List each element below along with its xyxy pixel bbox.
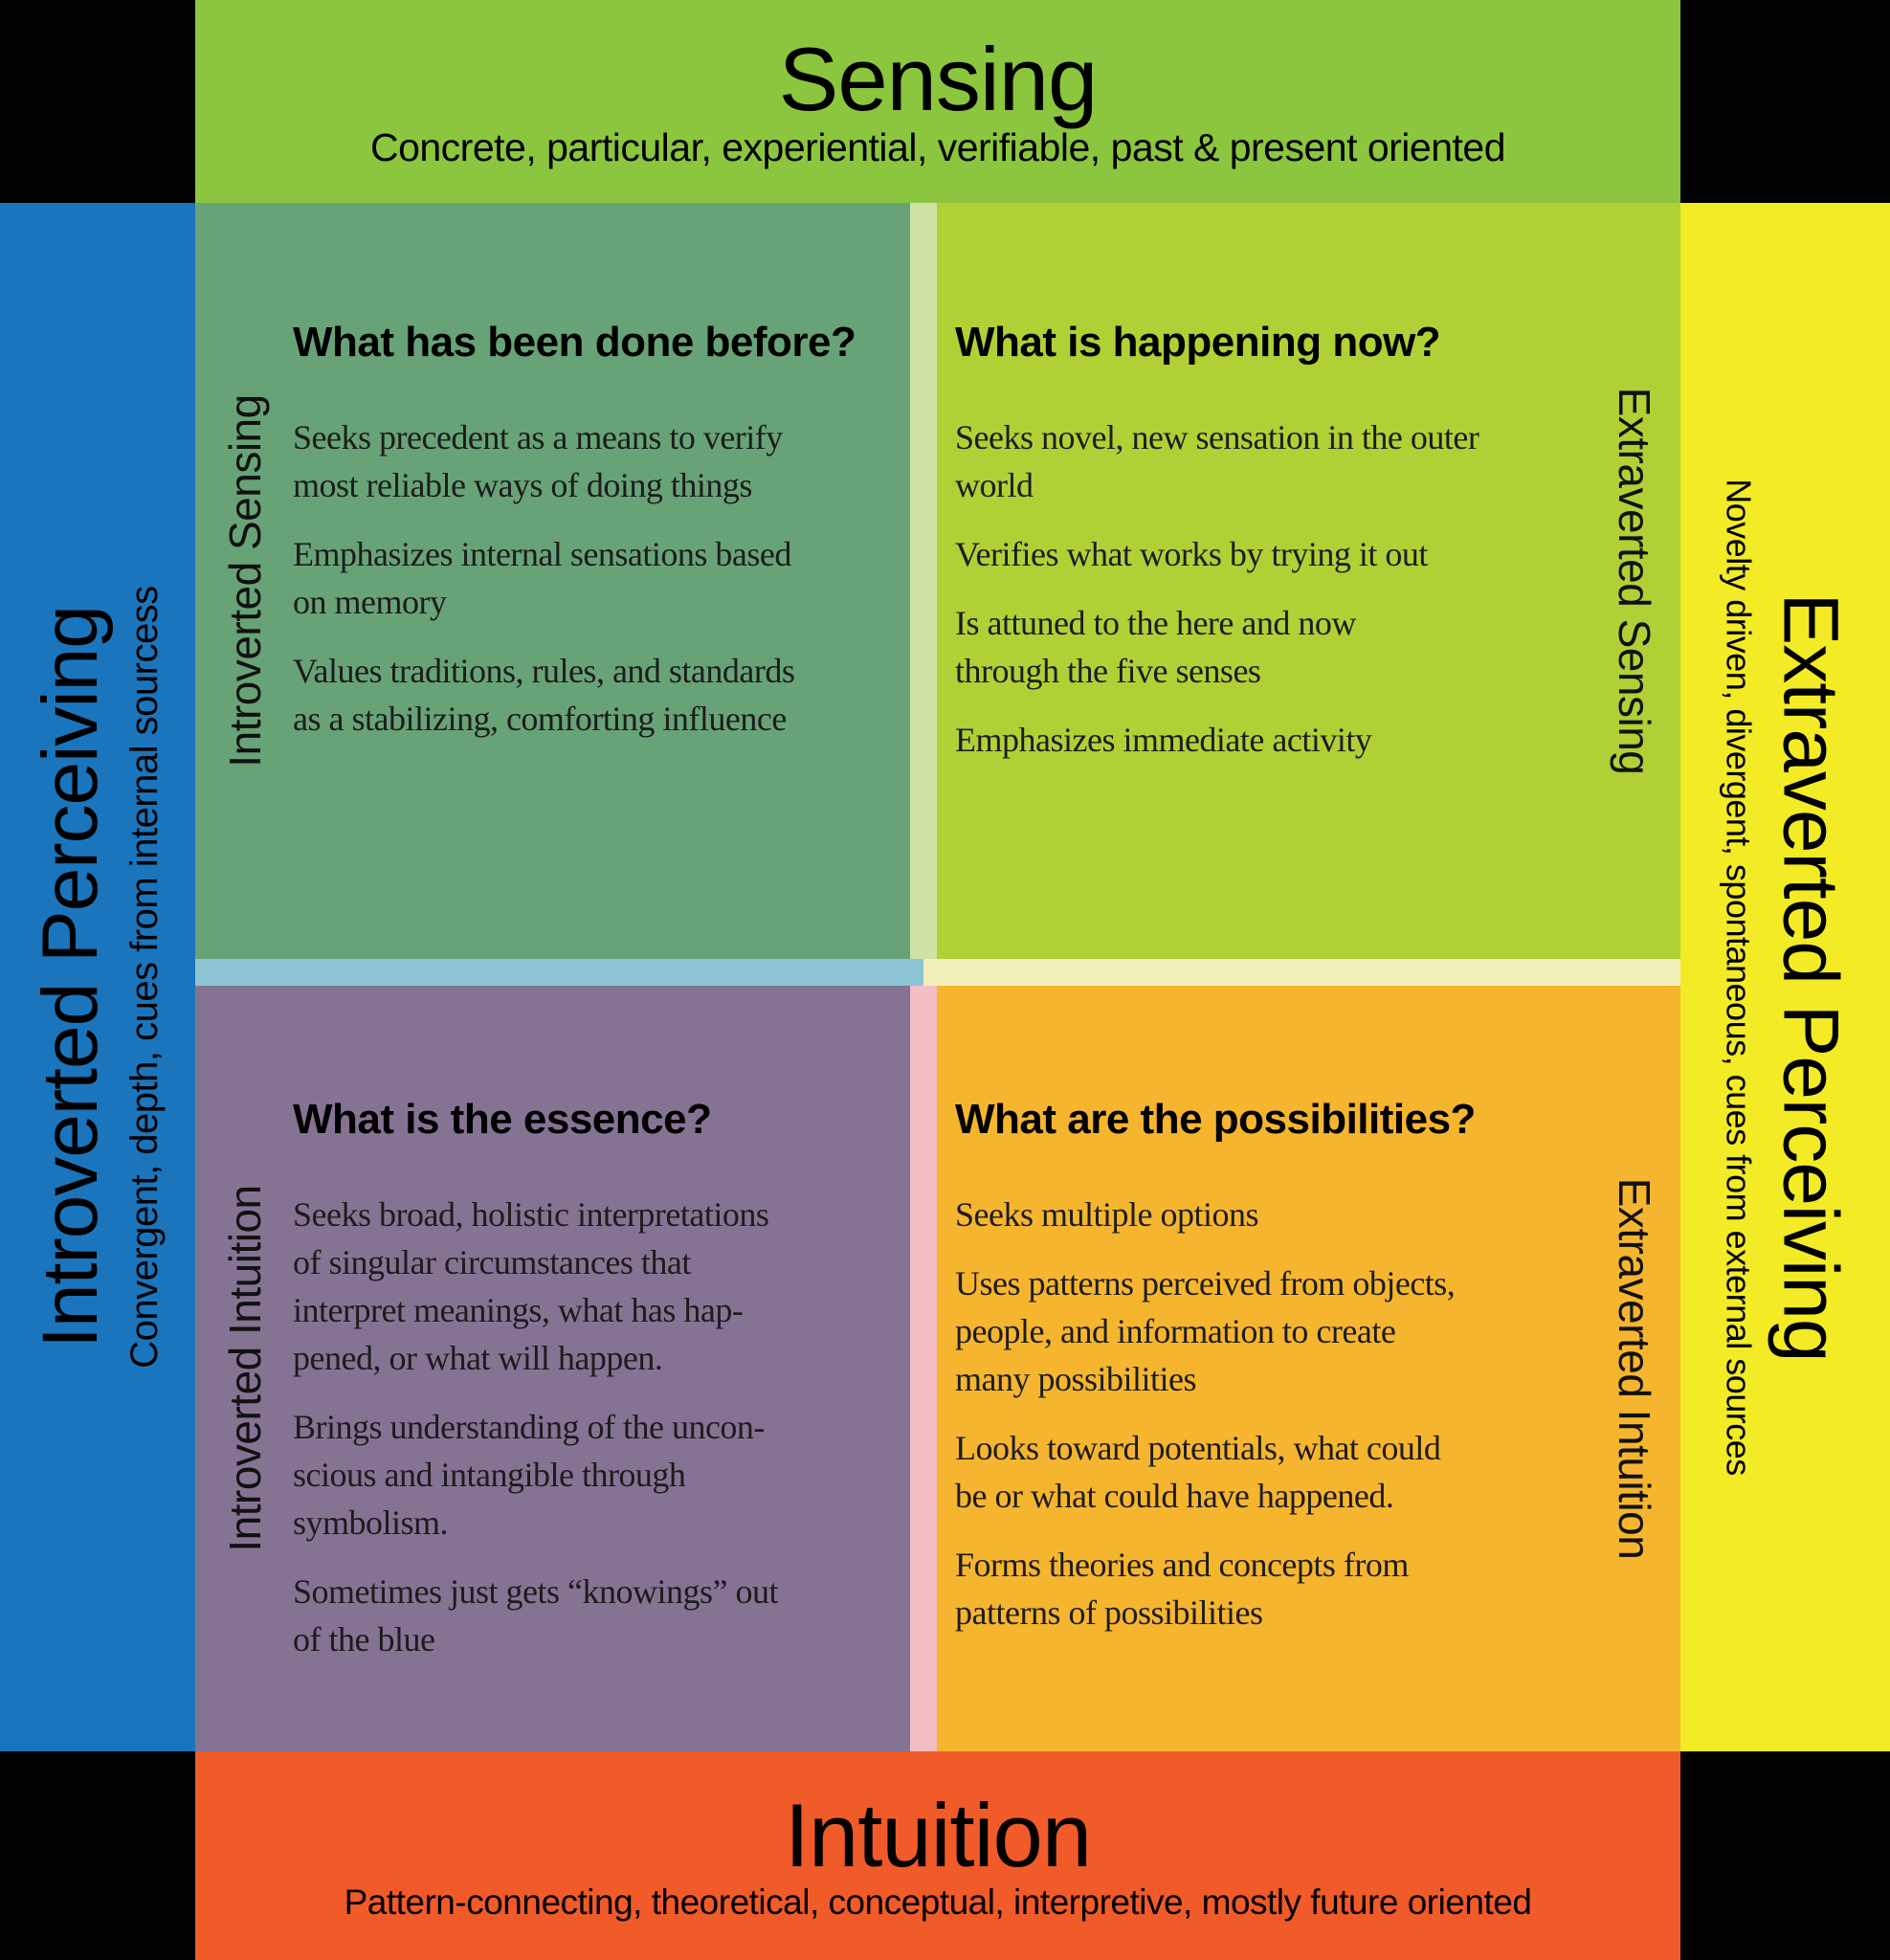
extraverted-intuition-label: Extraverted Intuition bbox=[1610, 1177, 1659, 1560]
bullet-text: Verifies what works by trying it out bbox=[955, 535, 1428, 573]
divider-top bbox=[910, 203, 937, 959]
bullet-text: Sometimes just gets “knowings” out of th… bbox=[293, 1572, 778, 1659]
extraverted-intuition-quadrant bbox=[937, 986, 1680, 1751]
sensing-subtitle: Concrete, particular, experiential, veri… bbox=[369, 125, 1506, 170]
introverted-sensing-content: What has been done before? Seeks precede… bbox=[293, 320, 910, 764]
divider-bottom bbox=[910, 986, 937, 1751]
introverted-perceiving-band bbox=[0, 203, 195, 1751]
bullet-text: Values traditions, rules, and standards … bbox=[293, 652, 795, 738]
bullet-text: Emphasizes internal sensations based on … bbox=[293, 535, 791, 621]
sensing-title: Sensing bbox=[778, 28, 1099, 129]
extraverted-perceiving-band bbox=[1680, 203, 1890, 1751]
introverted-intuition-quadrant bbox=[195, 986, 910, 1751]
extraverted-sensing-label: Extraverted Sensing bbox=[1610, 387, 1659, 775]
extraverted-intuition-question: What are the possibilities? bbox=[955, 1096, 1476, 1143]
introverted-intuition-label: Introverted Intuition bbox=[220, 1185, 270, 1552]
bullet-text: Brings understanding of the uncon- sciou… bbox=[293, 1408, 765, 1542]
introverted-perceiving-text: Introverted Perceiving Convergent, depth… bbox=[27, 203, 166, 1751]
extraverted-sensing-question: What is happening now? bbox=[955, 319, 1441, 366]
extraverted-perceiving-title: Extraverted Perceiving bbox=[1767, 592, 1855, 1362]
introverted-intuition-question: What is the essence? bbox=[293, 1096, 712, 1143]
intuition-title: Intuition bbox=[784, 1784, 1092, 1885]
extraverted-perceiving-text: Extraverted Perceiving Novelty driven, d… bbox=[1720, 203, 1855, 1751]
bullet-text: Seeks broad, holistic interpretations of… bbox=[293, 1195, 769, 1377]
extraverted-perceiving-subtitle: Novelty driven, divergent, spontaneous, … bbox=[1720, 479, 1760, 1476]
introverted-sensing-quadrant bbox=[195, 203, 910, 959]
bullet-text: Is attuned to the here and now through t… bbox=[955, 604, 1356, 690]
introverted-perceiving-subtitle: Convergent, depth, cues from internal so… bbox=[122, 586, 166, 1369]
introverted-intuition-content: What is the essence? Seeks broad, holist… bbox=[293, 1097, 910, 1684]
introverted-sensing-label: Introverted Sensing bbox=[220, 394, 270, 768]
extraverted-sensing-content: What is happening now? Seeks novel, new … bbox=[955, 320, 1615, 785]
bullet-text: Seeks multiple options bbox=[955, 1195, 1259, 1234]
divider-right bbox=[923, 959, 1680, 986]
bullet-text: Emphasizes immediate activity bbox=[955, 721, 1372, 759]
sensing-band: Sensing Concrete, particular, experienti… bbox=[195, 0, 1680, 203]
bullet-text: Forms theories and concepts from pattern… bbox=[955, 1546, 1409, 1632]
divider-left bbox=[195, 959, 923, 986]
bullet-text: Uses patterns perceived from objects, pe… bbox=[955, 1264, 1456, 1398]
introverted-sensing-question: What has been done before? bbox=[293, 319, 856, 366]
bullet-text: Seeks precedent as a means to verify mos… bbox=[293, 418, 783, 504]
intuition-subtitle: Pattern-connecting, theoretical, concept… bbox=[344, 1882, 1532, 1922]
bullet-text: Seeks novel, new sensation in the outer … bbox=[955, 418, 1479, 504]
bullet-text: Looks toward potentials, what could be o… bbox=[955, 1429, 1441, 1515]
intuition-band: Intuition Pattern-connecting, theoretica… bbox=[195, 1751, 1680, 1960]
extraverted-sensing-quadrant bbox=[937, 203, 1680, 959]
extraverted-intuition-content: What are the possibilities? Seeks multip… bbox=[955, 1097, 1615, 1658]
introverted-perceiving-title: Introverted Perceiving bbox=[27, 606, 115, 1348]
